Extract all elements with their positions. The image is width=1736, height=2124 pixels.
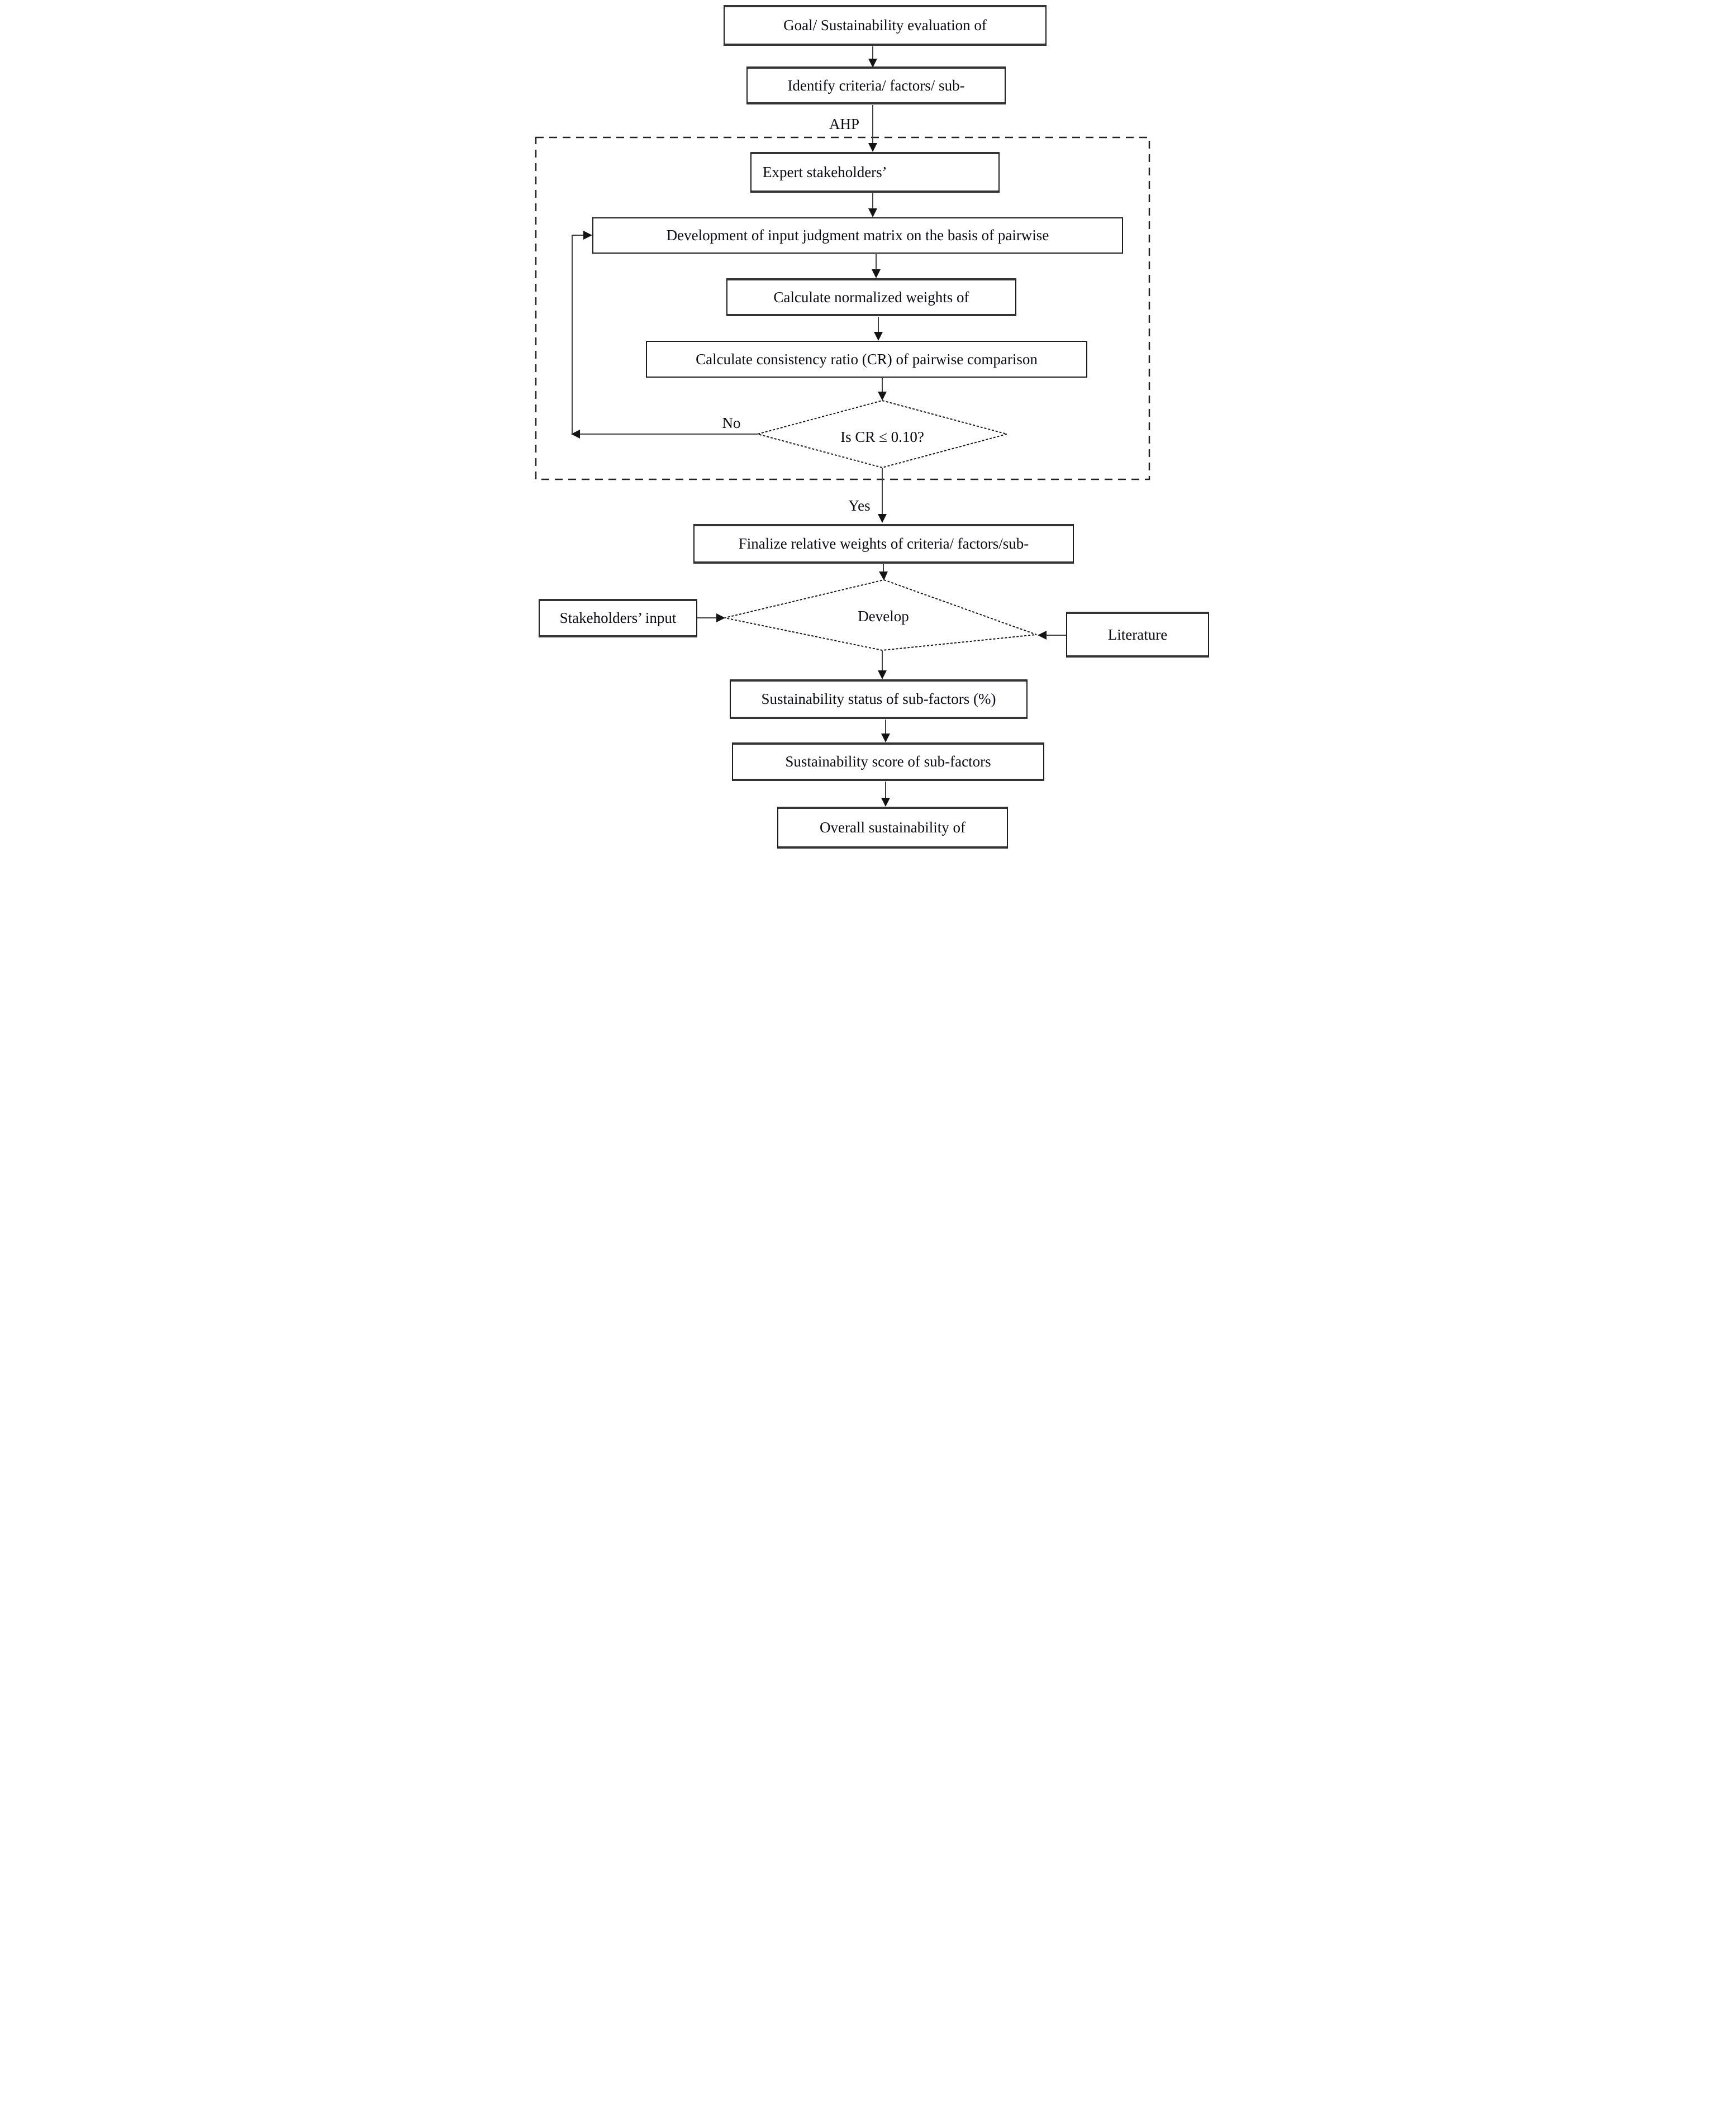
no-loop-path: [571, 231, 758, 439]
arrow-development-to-calc-weights: [872, 254, 881, 278]
cr-decision-diamond-shape: [755, 399, 1009, 469]
stakeholders-input-box: Stakeholders’ input: [539, 599, 697, 637]
develop-decision-diamond-shape: [724, 579, 1037, 651]
consistency-ratio-box: Calculate consistency ratio (CR) of pair…: [646, 341, 1087, 378]
yes-label: Yes: [848, 497, 871, 514]
arrow-stakeholders-to-develop: [697, 613, 725, 622]
sustainability-score-box: Sustainability score of sub-factors: [732, 742, 1044, 781]
finalize-weights-box: Finalize relative weights of criteria/ f…: [693, 524, 1074, 564]
sustainability-status-box: Sustainability status of sub-factors (%): [730, 679, 1028, 719]
arrow-literature-to-develop: [1038, 631, 1066, 640]
connector-layer: [535, 46, 1150, 807]
goal-box: Goal/ Sustainability evaluation of: [724, 5, 1047, 46]
arrow-identify-to-expert: [868, 105, 877, 152]
judgment-matrix-box: Development of input judgment matrix on …: [592, 217, 1123, 254]
arrow-cr-decision-to-finalize: [878, 468, 887, 523]
arrow-score-to-overall: [881, 782, 890, 807]
arrow-calc-weights-to-calc-cr: [874, 317, 883, 341]
ahp-label: AHP: [829, 115, 859, 132]
overall-sustainability-box: Overall sustainability of: [777, 807, 1008, 849]
expert-stakeholders-box: Expert stakeholders’: [750, 152, 1000, 193]
normalized-weights-box: Calculate normalized weights of: [726, 278, 1016, 316]
arrow-goal-to-identify: [868, 46, 877, 68]
ahp-dashed-boundary: [535, 136, 1150, 480]
arrow-status-to-score: [881, 720, 890, 742]
flowchart-canvas: Goal/ Sustainability evaluation of Ident…: [521, 0, 1215, 850]
arrow-expert-to-development: [868, 193, 877, 217]
no-label: No: [722, 414, 741, 431]
arrow-finalize-to-develop: [879, 564, 888, 580]
arrow-develop-to-status: [878, 651, 887, 679]
literature-box: Literature: [1066, 612, 1209, 658]
arrow-calc-cr-to-cr-decision: [878, 378, 887, 401]
develop-decision-text: Develop: [858, 607, 909, 625]
cr-decision-text: Is CR ≤ 0.10?: [840, 428, 924, 445]
identify-criteria-box: Identify criteria/ factors/ sub-: [746, 66, 1006, 104]
